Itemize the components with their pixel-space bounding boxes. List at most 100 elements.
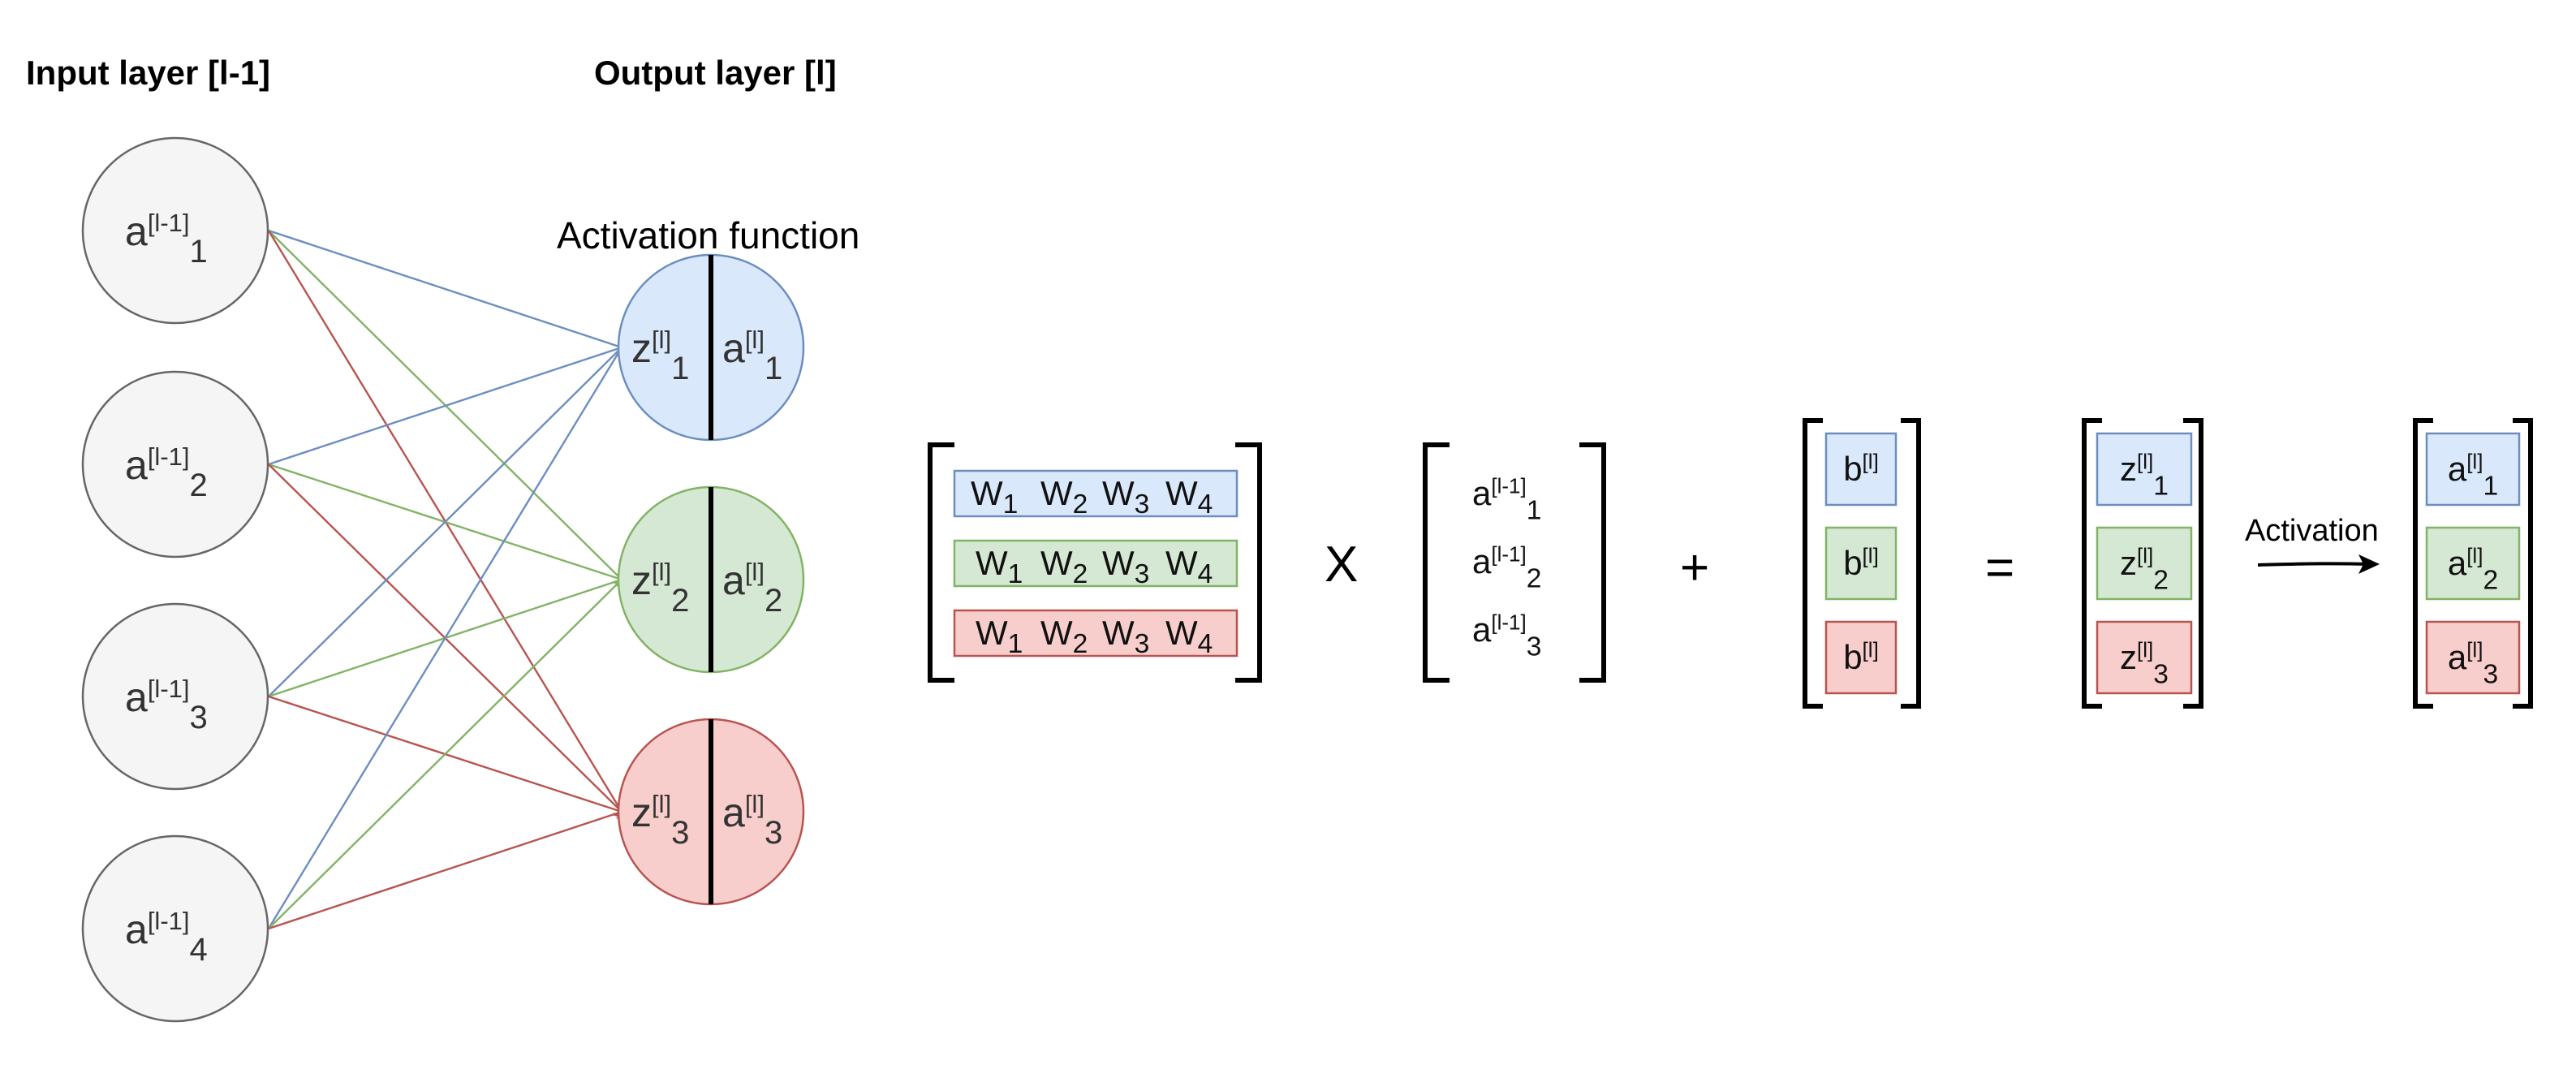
weight-row: W1 W2 W3 W4 — [953, 469, 1238, 520]
input-node-label: a[l-1]1 — [125, 209, 208, 269]
bias-term: b[l] — [1843, 450, 1879, 488]
z-cell: z[l]1 — [2096, 432, 2193, 507]
add-operator: + — [1680, 540, 1709, 596]
right-bracket — [1235, 442, 1262, 683]
edge-in1-out1 — [268, 229, 627, 355]
weight-row: W1 W2 W3 W4 — [953, 609, 1238, 659]
activation-cell: a[l]2 — [2425, 526, 2521, 601]
activation-cell-box — [2425, 432, 2521, 507]
input-node-circle — [81, 136, 269, 325]
weight-term: W1 — [971, 474, 1018, 520]
weight-term: W3 — [1102, 614, 1149, 659]
input-vector-term: a[l-1]1 — [1472, 474, 1541, 526]
bias-vector: b[l] b[l] b[l] — [1803, 418, 1921, 709]
z-cell: z[l]3 — [2096, 620, 2193, 695]
z-term: z[l]2 — [2120, 544, 2169, 596]
z-label: z[l]1 — [631, 326, 689, 386]
left-bracket — [928, 442, 954, 683]
input-node-label: a[l-1]2 — [125, 442, 208, 503]
activation-arrow — [2257, 554, 2380, 574]
activation-cell-box — [2425, 526, 2521, 601]
activation-term: a[l]2 — [2448, 544, 2498, 596]
output-node: z[l]1 a[l]1 — [617, 253, 805, 442]
output-layer-header: Output layer [l] — [594, 54, 837, 92]
bias-cell-box — [1824, 620, 1898, 695]
z-term: z[l]1 — [2120, 450, 2169, 502]
z-cell-box — [2096, 526, 2193, 601]
input-layer-nodes: a[l-1]1 a[l-1]2 a[l-1]3 a[l-1]4 — [81, 136, 269, 1023]
z-cell-box — [2096, 620, 2193, 695]
weight-term: W2 — [1040, 544, 1088, 589]
input-node: a[l-1]1 — [81, 136, 269, 325]
edge-in4-out2 — [268, 576, 629, 929]
bias-cell: b[l] — [1824, 526, 1898, 601]
bias-cell-box — [1824, 526, 1898, 601]
input-node-circle — [81, 834, 269, 1023]
input-node-circle — [81, 602, 269, 791]
edge-in4-out3 — [268, 810, 630, 930]
multiply-operator: X — [1325, 537, 1358, 593]
right-bracket — [1579, 442, 1606, 683]
weight-row-box — [953, 469, 1238, 518]
left-bracket — [1803, 418, 1823, 709]
z-cell: z[l]2 — [2096, 526, 2193, 601]
connection-edges — [267, 229, 630, 930]
activation-term: a[l]1 — [2448, 450, 2498, 502]
bias-term: b[l] — [1843, 544, 1879, 582]
activation-cell-box — [2425, 620, 2521, 695]
input-node: a[l-1]3 — [81, 602, 269, 791]
input-vector-term: a[l-1]3 — [1472, 610, 1541, 662]
right-bracket — [2513, 418, 2533, 709]
input-node-circle — [81, 370, 269, 558]
bias-cell: b[l] — [1824, 432, 1898, 507]
weight-term: W1 — [976, 614, 1023, 659]
activation-vector: a[l]1 a[l]2 a[l]3 — [2413, 418, 2533, 709]
activation-cell: a[l]3 — [2425, 620, 2521, 695]
input-node-label: a[l-1]4 — [125, 907, 208, 968]
weight-term: W3 — [1102, 544, 1149, 589]
edge-in3-out1 — [268, 344, 629, 697]
bias-cell-box — [1824, 432, 1898, 507]
input-layer-header: Input layer [l-1] — [26, 54, 270, 92]
input-vector-term: a[l-1]2 — [1472, 542, 1541, 594]
a-label: a[l]1 — [722, 326, 782, 386]
weight-term: W4 — [1165, 544, 1213, 589]
z-term: z[l]3 — [2120, 638, 2169, 690]
weight-term: W2 — [1040, 614, 1088, 659]
weight-row-box — [953, 539, 1238, 588]
bias-term: b[l] — [1843, 638, 1879, 676]
z-label: z[l]3 — [631, 790, 689, 851]
input-node-label: a[l-1]3 — [125, 675, 208, 735]
input-vector: a[l-1]1 a[l-1]2 a[l-1]3 — [1423, 442, 1606, 683]
weight-term: W2 — [1040, 474, 1088, 520]
a-label: a[l]2 — [722, 558, 782, 619]
weight-term: W1 — [976, 544, 1023, 589]
weight-term: W3 — [1102, 474, 1149, 520]
weight-row-box — [953, 609, 1238, 658]
activation-function-label: Activation function — [557, 214, 859, 257]
edge-in2-out1 — [268, 346, 630, 466]
weight-row: W1 W2 W3 W4 — [953, 539, 1238, 589]
activation-cell: a[l]1 — [2425, 432, 2521, 507]
left-bracket — [2413, 418, 2433, 709]
weight-term: W4 — [1165, 614, 1213, 659]
input-node: a[l-1]4 — [81, 834, 269, 1023]
z-cell-box — [2096, 432, 2193, 507]
weight-term: W4 — [1165, 474, 1213, 520]
z-vector: z[l]1 z[l]2 z[l]3 — [2082, 418, 2203, 709]
right-bracket — [1901, 418, 1921, 709]
equals-operator: = — [1985, 540, 2014, 596]
left-bracket — [2082, 418, 2102, 709]
activation-term: a[l]3 — [2448, 638, 2498, 690]
activation-arrow-label: Activation — [2245, 514, 2379, 548]
right-bracket — [2183, 418, 2203, 709]
edge-in4-out1 — [267, 343, 628, 929]
left-bracket — [1423, 442, 1450, 683]
input-node: a[l-1]2 — [81, 370, 269, 558]
bias-cell: b[l] — [1824, 620, 1898, 695]
